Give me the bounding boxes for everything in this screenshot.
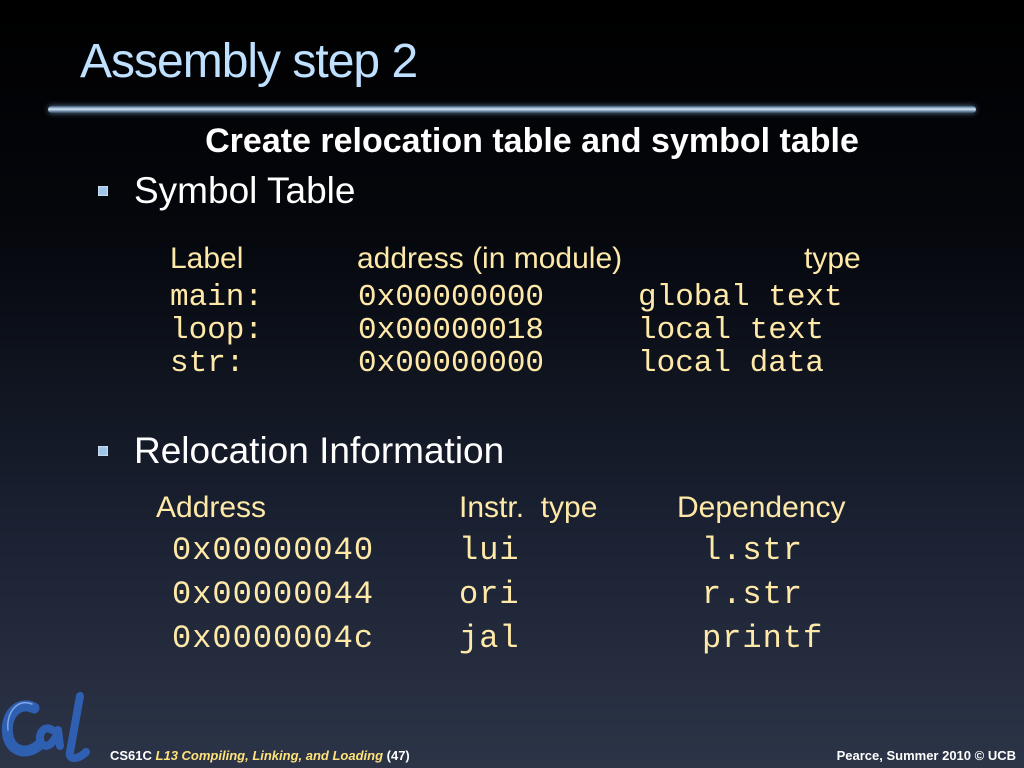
symbol-header-type: type	[804, 242, 861, 275]
relocation-header-instr: Instr. type	[459, 491, 598, 524]
symbol-row-type: global text	[638, 280, 843, 315]
footer-course: CS61C L13 Compiling, Linking, and Loadin…	[110, 748, 410, 763]
symbol-row-type: local data	[638, 346, 825, 381]
footer-prefix: CS61C	[110, 748, 156, 763]
relocation-row-dependency: r.str	[702, 576, 804, 613]
relocation-row-address: 0x00000040	[172, 532, 375, 569]
relocation-header-address: Address	[156, 491, 267, 524]
bullet-relocation-text: Relocation Information	[134, 430, 505, 471]
symbol-row-label: main:	[170, 280, 264, 315]
symbol-row-address: 0x00000018	[358, 313, 545, 348]
relocation-row-dependency: printf	[702, 620, 824, 657]
relocation-header-dependency: Dependency	[677, 491, 846, 524]
symbol-row-address: 0x00000000	[358, 346, 545, 381]
slide-title: Assembly step 2	[80, 35, 418, 88]
footer-lecture-title: L13 Compiling, Linking, and Loading	[155, 748, 384, 763]
bullet-symbol-table-text: Symbol Table	[134, 170, 356, 211]
relocation-row-address: 0x00000044	[172, 576, 375, 613]
square-bullet-icon	[98, 446, 108, 456]
cal-logo-icon	[1, 692, 90, 762]
bullet-relocation-information: Relocation Information	[98, 430, 504, 472]
bullet-symbol-table: Symbol Table	[98, 170, 355, 212]
symbol-row-label: loop:	[170, 313, 264, 348]
relocation-row-instr: jal	[459, 620, 520, 657]
square-bullet-icon	[98, 186, 108, 196]
symbol-header-label: Label	[170, 242, 244, 275]
relocation-row-instr: lui	[459, 532, 520, 569]
relocation-row-address: 0x0000004c	[172, 620, 375, 657]
symbol-header-address: address (in module)	[357, 242, 623, 275]
symbol-row-type: local text	[638, 313, 825, 348]
slide-subtitle: Create relocation table and symbol table	[205, 122, 859, 160]
footer-credit: Pearce, Summer 2010 © UCB	[836, 748, 1016, 763]
footer-page-number: (47)	[383, 748, 410, 763]
symbol-row-label: str:	[170, 346, 245, 381]
relocation-row-dependency: l.str	[702, 532, 804, 569]
title-divider	[48, 106, 976, 113]
symbol-row-address: 0x00000000	[358, 280, 545, 315]
relocation-row-instr: ori	[459, 576, 520, 613]
